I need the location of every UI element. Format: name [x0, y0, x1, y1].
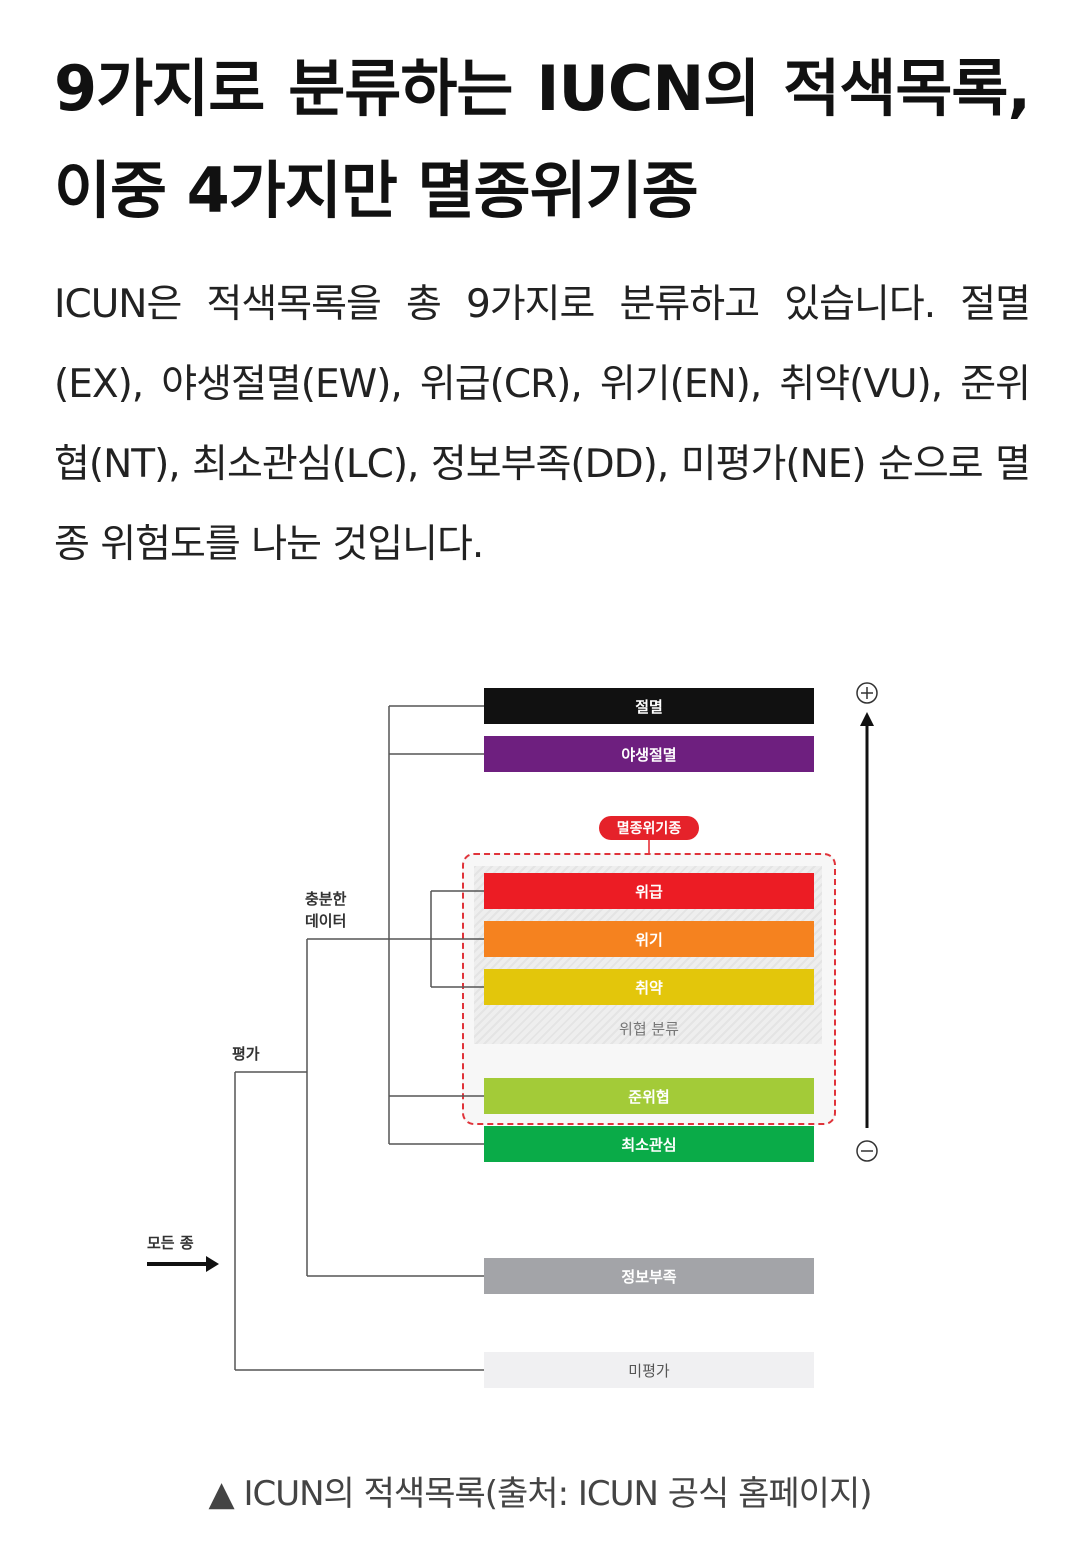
- all-species-label: 모든 종: [147, 1234, 194, 1252]
- category-label: 최소관심: [621, 1135, 677, 1154]
- category-label: 위기: [635, 930, 663, 949]
- category-extinct-in-wild: 야생절멸: [484, 736, 814, 772]
- plus-circle-icon: [856, 682, 878, 704]
- label-line: 충분한: [305, 890, 347, 908]
- category-label: 위급: [635, 882, 663, 901]
- label-line: 데이터: [305, 912, 347, 930]
- evaluated-label: 평가: [232, 1045, 260, 1063]
- category-not-evaluated: 미평가: [484, 1352, 814, 1388]
- threatened-label-text: 위협 분류: [619, 1019, 679, 1038]
- category-label: 미평가: [628, 1361, 670, 1380]
- category-label: 준위협: [628, 1087, 670, 1106]
- category-label: 절멸: [635, 697, 663, 716]
- category-data-deficient: 정보부족: [484, 1258, 814, 1294]
- category-label: 야생절멸: [621, 745, 677, 764]
- article-paragraph: ICUN은 적색목록을 총 9가지로 분류하고 있습니다. 절멸(EX), 야생…: [54, 282, 1031, 567]
- category-near-threatened: 준위협: [484, 1078, 814, 1114]
- risk-scale-arrow: [860, 712, 874, 1128]
- endangered-badge: 멸종위기종: [599, 816, 699, 840]
- category-vulnerable: 취약: [484, 969, 814, 1005]
- minus-circle-icon: [856, 1140, 878, 1162]
- image-caption: ▲ ICUN의 적색목록(출처: ICUN 공식 홈페이지): [208, 1474, 873, 1514]
- category-label: 취약: [635, 978, 663, 997]
- category-critically-endangered: 위급: [484, 873, 814, 909]
- category-extinct: 절멸: [484, 688, 814, 724]
- article-title: 9가지로 분류하는 IUCN의 적색목록, 이중 4가지만 멸종위기종: [54, 52, 1031, 227]
- all-species-arrow: [147, 1256, 219, 1272]
- category-least-concern: 최소관심: [484, 1126, 814, 1162]
- threatened-label: 위협 분류: [484, 1010, 814, 1046]
- category-endangered: 위기: [484, 921, 814, 957]
- category-label: 정보부족: [621, 1267, 677, 1286]
